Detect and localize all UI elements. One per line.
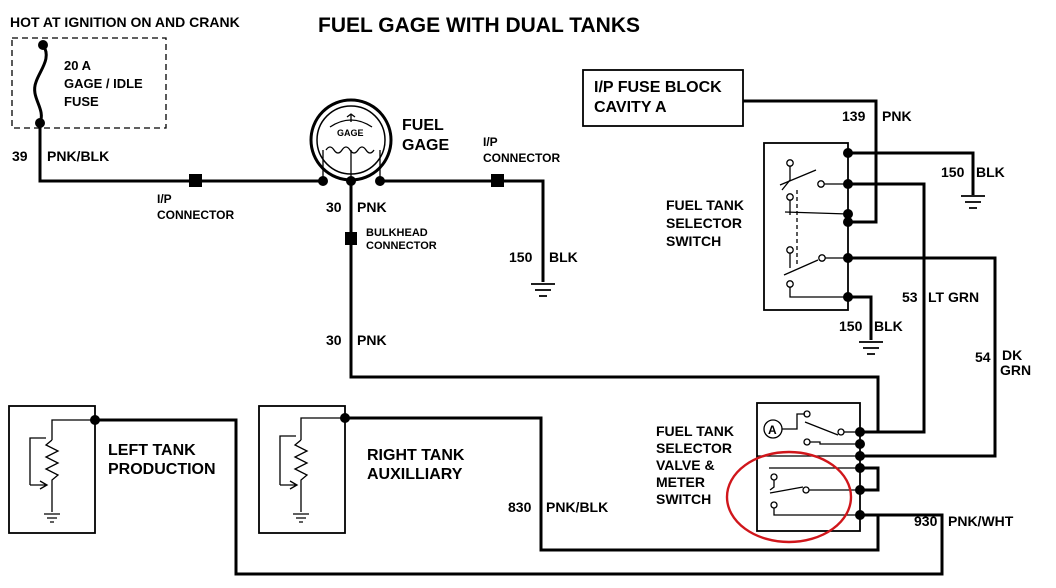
wire-139	[743, 99, 878, 224]
circuit-930-label: 930	[914, 513, 938, 529]
bulkhead-label-2: CONNECTOR	[366, 240, 437, 252]
valve-switch-label-5: SWITCH	[656, 491, 711, 507]
gage-coil	[325, 146, 375, 154]
valve-switch-label-1: FUEL TANK	[656, 423, 734, 439]
fuse-label-2: GAGE / IDLE	[64, 76, 143, 91]
wire-30-a-color: PNK	[357, 199, 387, 215]
wire-150-switch-bottom	[848, 295, 873, 340]
valve-terminal-1	[855, 427, 865, 437]
fuse-box	[11, 37, 167, 129]
wire-139-color: PNK	[882, 108, 912, 124]
fuse-label-3: FUSE	[64, 94, 99, 109]
circuit-53-label: 53	[902, 289, 918, 305]
valve-switch-label-3: VALVE &	[656, 457, 715, 473]
ip-fuse-block	[582, 69, 744, 127]
bulkhead-connector	[345, 232, 357, 245]
ip-connector-left-label-2: CONNECTOR	[157, 208, 234, 222]
fuel-gage-label-1: FUEL	[402, 117, 444, 134]
ground-switch-bottom-icon	[859, 341, 883, 355]
selector-switch-label-2: SELECTOR	[666, 215, 742, 231]
ground-gage-color: BLK	[549, 249, 578, 265]
gage-terminal-left	[318, 176, 328, 186]
ground-switch-top-color: BLK	[976, 164, 1005, 180]
ground-switch-bottom-color: BLK	[874, 318, 903, 334]
left-tank-label-1: LEFT TANK	[108, 442, 196, 459]
ground-gage-icon	[531, 283, 555, 297]
fuel-gage-label-2: GAGE	[402, 137, 449, 154]
wire-150-switch-top	[848, 151, 975, 195]
switch-terminal-4	[843, 217, 853, 227]
ip-connector-left	[189, 174, 202, 187]
wire-39	[38, 123, 323, 183]
wire-54	[848, 256, 997, 458]
selector-switch-label-1: FUEL TANK	[666, 197, 744, 213]
selector-switch-body	[763, 142, 849, 311]
valve-terminal-3	[855, 451, 865, 461]
gage-face-label: GAGE	[337, 128, 364, 138]
wire-53	[848, 182, 926, 434]
wire-54-color-1: DK	[1002, 347, 1022, 363]
wire-930-color: PNK/WHT	[948, 513, 1014, 529]
highlight-circle	[725, 450, 853, 544]
valve-switch-contacts	[757, 410, 860, 516]
wire-30-b-color: PNK	[357, 332, 387, 348]
fuse-label-1: 20 A	[64, 58, 92, 73]
bulkhead-label-1: BULKHEAD	[366, 227, 428, 239]
hot-label: HOT AT IGNITION ON AND CRANK	[10, 14, 240, 30]
wire-930	[95, 418, 944, 576]
ip-connector-right	[491, 174, 504, 187]
wire-150-gage	[380, 179, 545, 282]
valve-motor-symbol: A	[768, 423, 777, 437]
wire-53-color: LT GRN	[928, 289, 979, 305]
diagram-title: FUEL GAGE WITH DUAL TANKS	[318, 14, 640, 37]
valve-terminal-2	[855, 439, 865, 449]
circuit-30-b-label: 30	[326, 332, 342, 348]
circuit-830-label: 830	[508, 499, 532, 515]
switch-terminal-3	[843, 209, 853, 219]
wire-830-color: PNK/BLK	[546, 499, 608, 515]
wire-830	[345, 416, 880, 552]
right-tank-label-1: RIGHT TANK	[367, 447, 465, 464]
circuit-39-label: 39	[12, 148, 28, 164]
left-tank-body	[8, 405, 96, 534]
right-tank-label-2: AUXILLIARY	[367, 466, 463, 483]
gage-leads	[322, 150, 381, 181]
valve-switch-label-2: SELECTOR	[656, 440, 732, 456]
ground-switch-top-icon	[961, 195, 985, 209]
ground-switch-top-num: 150	[941, 164, 965, 180]
left-tank-sender-icon	[29, 419, 95, 523]
ip-connector-right-label-1: I/P	[483, 135, 498, 149]
right-tank-sender-icon	[279, 417, 345, 523]
gage-needle-icon	[346, 113, 356, 122]
wire-54-color-2: GRN	[1000, 362, 1031, 378]
circuit-54-label: 54	[975, 349, 991, 365]
fuse-element	[33, 44, 48, 124]
ground-gage-num: 150	[509, 249, 533, 265]
valve-switch-label-4: METER	[656, 474, 705, 490]
circuit-139-label: 139	[842, 108, 866, 124]
selector-switch-contacts	[779, 159, 849, 298]
valve-jumper-wire	[860, 466, 880, 492]
left-tank-label-2: PRODUCTION	[108, 461, 216, 478]
ip-connector-right-label-2: CONNECTOR	[483, 151, 560, 165]
selector-switch-label-3: SWITCH	[666, 233, 721, 249]
circuit-30-a-label: 30	[326, 199, 342, 215]
fuse-block-label-2: CAVITY A	[594, 99, 667, 116]
right-tank-body	[258, 405, 346, 534]
wire-39-color: PNK/BLK	[47, 148, 109, 164]
wire-30	[349, 181, 880, 432]
valve-terminal-6	[855, 510, 865, 520]
fuse-block-label-1: I/P FUSE BLOCK	[594, 79, 722, 96]
ground-switch-bottom-num: 150	[839, 318, 863, 334]
ip-connector-left-label-1: I/P	[157, 192, 172, 206]
